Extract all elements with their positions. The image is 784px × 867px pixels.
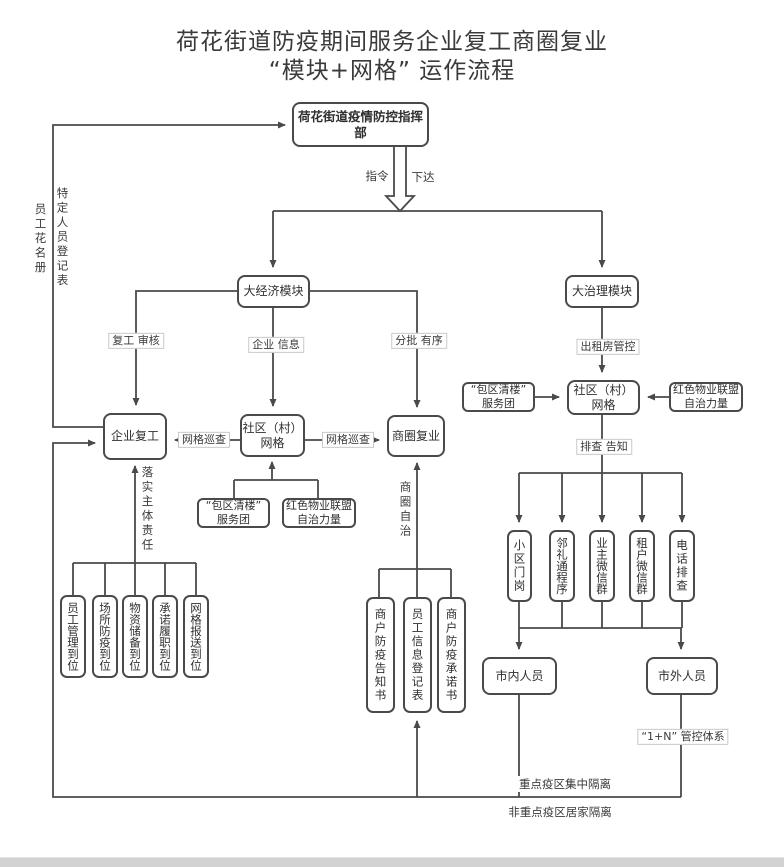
node-hq: 荷花街道疫情防控指挥部 <box>292 102 429 147</box>
label-zhiling: 指令 <box>363 168 391 184</box>
node-tenant-wechat: 租户微信群 <box>629 530 655 602</box>
node-gate-post: 小区门岗 <box>507 530 532 602</box>
node-supplies: 物资储备到位 <box>122 595 148 678</box>
label-rental-control: 出租房管控 <box>576 338 640 356</box>
node-staff-mgmt: 员工管理到位 <box>60 595 86 678</box>
label-one-plus-n: “1+N” 管控体系 <box>637 728 729 746</box>
page-title-line1: 荷花街道防疫期间服务企业复工商圈复业 <box>176 29 608 55</box>
page-title-line2: “模块+网格” 运作流程 <box>268 57 516 84</box>
node-promise-duty: 承诺履职到位 <box>152 595 178 678</box>
node-grid-report: 网格报送到位 <box>183 595 209 678</box>
edge-enterprise-to-hq <box>52 121 286 428</box>
node-phone-check: 电话排查 <box>669 530 695 602</box>
label-staff-roster: 员工花名册 <box>33 203 48 276</box>
node-bizcircle-resume: 商圈复业 <box>387 415 445 457</box>
edge-econ-batch <box>309 290 421 408</box>
label-implement-responsibility: 落实主体责任 <box>140 466 155 553</box>
node-community-grid-mid: 社区（村） 网格 <box>240 414 305 457</box>
bottom-gray-strip <box>0 857 784 867</box>
node-promise-book: 商户防疫承诺书 <box>437 597 466 713</box>
label-xiada: 下达 <box>409 169 437 185</box>
label-resume-review: 复工 审核 <box>108 332 164 350</box>
label-grid-patrol-right: 网格巡查 <box>322 431 374 449</box>
label-key-area-quarantine: 重点疫区集中隔离 <box>517 776 613 792</box>
node-redproperty-right: 红色物业联盟 自治力量 <box>669 382 743 412</box>
node-linli-app: 邻礼通程序 <box>549 530 575 602</box>
node-staff-form: 员工信息登记表 <box>403 597 432 713</box>
node-baoqu-team-right: “包区清楼” 服务团 <box>462 382 535 412</box>
label-grid-patrol-left: 网格巡查 <box>178 431 230 449</box>
label-batch-order: 分批 有序 <box>391 332 447 350</box>
node-city-outside: 市外人员 <box>646 657 718 695</box>
node-owner-wechat: 业主微信群 <box>589 530 615 602</box>
node-economy-module: 大经济模块 <box>237 275 310 308</box>
node-baoqu-team-mid: “包区清楼” 服务团 <box>197 498 270 528</box>
node-site-prevent: 场所防疫到位 <box>92 595 118 678</box>
edge-bottom-return <box>52 439 681 798</box>
label-check-notify: 排查 告知 <box>576 438 632 456</box>
node-enterprise-resume: 企业复工 <box>103 413 167 460</box>
node-governance-module: 大治理模块 <box>565 275 639 308</box>
node-notice-book: 商户防疫告知书 <box>366 597 395 713</box>
node-city-inside: 市内人员 <box>482 657 557 695</box>
label-nonkey-area-quarantine: 非重点疫区居家隔离 <box>506 804 614 820</box>
page-title: 荷花街道防疫期间服务企业复工商圈复业 “模块+网格” 运作流程 <box>0 28 784 86</box>
label-special-register-form: 特定人员登记表 <box>55 187 70 289</box>
label-bizcircle-selfgov: 商圈自治 <box>398 481 413 539</box>
label-enterprise-info: 企业 信息 <box>248 336 304 354</box>
node-redproperty-mid: 红色物业联盟 自治力量 <box>282 498 356 528</box>
node-community-grid-right: 社区（村） 网格 <box>567 380 640 415</box>
edge-econ-review <box>132 290 237 406</box>
